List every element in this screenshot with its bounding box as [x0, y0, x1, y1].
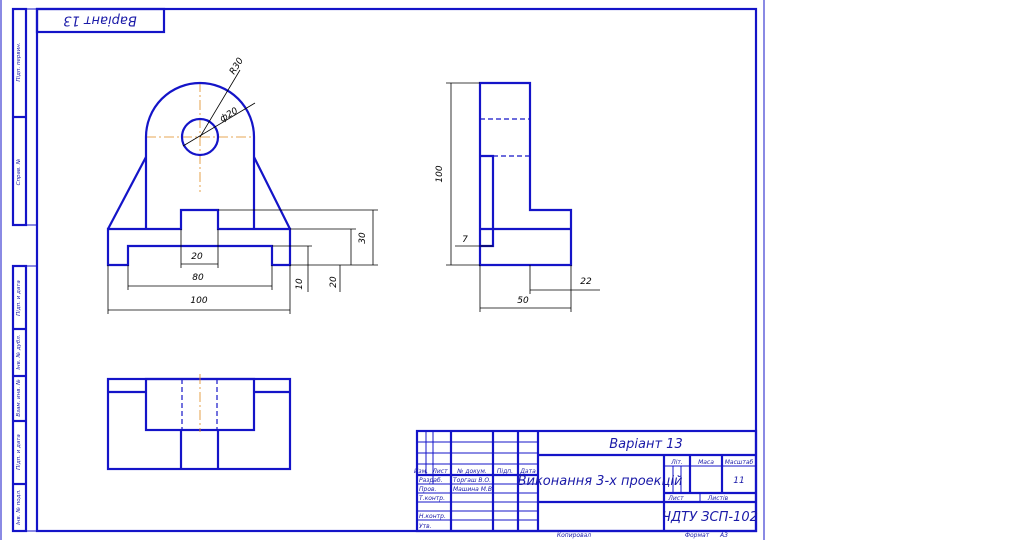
tb-code: ЧДТУ ЗСП-102: [662, 510, 758, 525]
tb-col-doc: № докум.: [456, 468, 487, 475]
side-label-5: Підп. и дата: [16, 434, 22, 470]
dim-h30: 30: [358, 232, 368, 244]
tb-role-0: Разраб.: [419, 477, 443, 484]
front-rib-left: [107, 156, 147, 230]
side-dim-height: 100: [435, 165, 445, 182]
side-label-1: Справ. №: [16, 158, 22, 185]
dim-h10: 10: [295, 278, 305, 290]
tb-col-date: Дата: [519, 468, 536, 475]
side-label-2: Підп. и дата: [16, 280, 22, 316]
drawing-frame: [35, 7, 758, 533]
dim-slot-base: 80: [192, 273, 204, 283]
tb-mass: Маса: [698, 459, 714, 466]
tb-role-3: Н.контр.: [419, 513, 446, 520]
tb-title: Виконання 3-х проекцій: [518, 474, 683, 489]
dim-width: 100: [190, 296, 207, 306]
side-dim-50: 50: [517, 296, 529, 306]
side-strip: Підп. первин. Справ. № Підп. и дата Інв.…: [11, 7, 38, 533]
radius-label: R30: [228, 56, 246, 77]
side-dim-7: 7: [462, 235, 468, 245]
tb-role-4: Утв.: [419, 523, 432, 530]
format-value: A3: [719, 532, 728, 539]
side-label-6: Інв. № подл.: [16, 489, 22, 525]
tb-col-sign: Підп.: [497, 468, 513, 475]
title-block: Изм. Лист № докум. Підп. Дата Разраб. То…: [414, 429, 758, 533]
tb-sheet: Лист: [667, 495, 684, 502]
tb-role-2: Т.контр.: [419, 495, 445, 502]
copied-label: Копирoвал: [557, 532, 591, 539]
tb-col-list: Лист: [431, 468, 448, 475]
side-view: 100 7 50 22: [435, 81, 600, 312]
dim-slot-top: 20: [191, 252, 203, 262]
side-dim-22: 22: [580, 277, 592, 287]
dim-h20: 20: [329, 276, 339, 288]
tb-variant: Варіант 13: [609, 437, 682, 452]
side-label-4: Взам. инв. №: [16, 379, 22, 417]
tb-sheets: Листів: [707, 495, 729, 502]
tb-scale: Масштаб: [725, 459, 754, 466]
hole-leader: [182, 102, 256, 147]
tb-col-izm: Изм.: [414, 468, 428, 475]
hole-label: ф20: [218, 106, 240, 125]
front-upright-arc: [144, 81, 256, 228]
side-label-3: Інв. № дубл.: [16, 334, 22, 369]
front-hole: [180, 117, 220, 157]
tb-scale-value: 11: [733, 476, 744, 486]
front-view: R30 ф20 20 80 100 10 20 30: [106, 56, 378, 314]
tb-name-0: Торгаш В.О.: [453, 477, 491, 484]
front-rib-right: [253, 156, 291, 230]
corner-label: Варіант 13: [63, 13, 136, 28]
tb-name-1: Машина М.В.: [453, 486, 494, 493]
format-label: Формат: [685, 532, 710, 539]
tb-role-1: Пров.: [419, 486, 437, 493]
radius-leader: [199, 69, 241, 138]
top-view: [106, 374, 292, 471]
tb-lit: Літ.: [670, 459, 683, 466]
side-label-0: Підп. первин.: [16, 42, 22, 81]
